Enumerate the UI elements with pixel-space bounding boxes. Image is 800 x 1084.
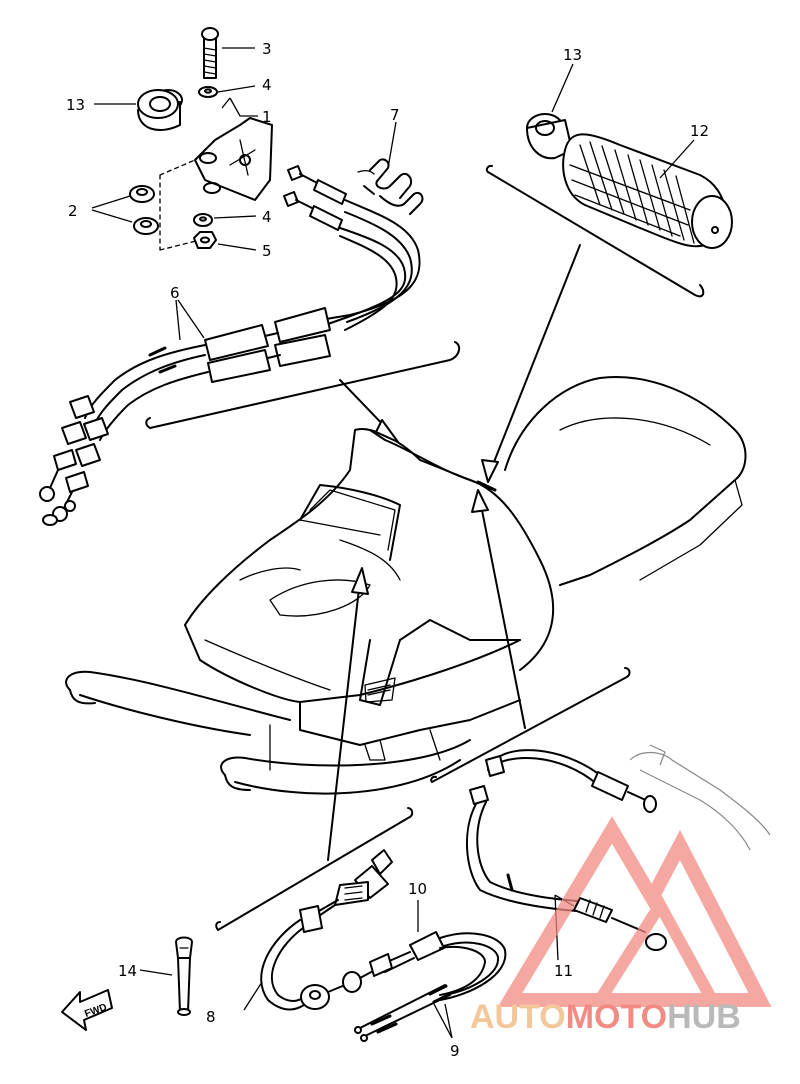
callout-7: 7 [390, 106, 400, 124]
callout-10: 10 [408, 880, 427, 898]
section-dividers [145, 164, 705, 931]
callout-2: 2 [68, 202, 78, 220]
watermark-logo [497, 816, 772, 1007]
callout-13-left: 13 [66, 96, 85, 114]
fwd-arrow-shape [61, 989, 113, 1031]
throttle-cables [39, 165, 421, 526]
callout-6: 6 [170, 284, 180, 302]
watermark-moto: MOTO [565, 998, 668, 1036]
callout-8: 8 [206, 1008, 216, 1026]
callout-13-right: 13 [563, 46, 582, 64]
callout-4-top: 4 [262, 76, 272, 94]
callout-9: 9 [450, 1042, 460, 1060]
choke-and-kill-cables [243, 849, 507, 1042]
callout-numbers: 1 2 3 4 4 5 6 7 8 9 10 11 12 13 13 14 [66, 40, 709, 1060]
pointer-arrows [327, 244, 581, 861]
leader-lines-top-right [551, 63, 695, 179]
handle-grip [526, 113, 733, 249]
callout-1: 1 [262, 108, 272, 126]
leader-lines-top-left [91, 47, 397, 341]
pin-and-direction: FWD [61, 936, 193, 1031]
callout-11: 11 [554, 962, 573, 980]
watermark-auto: AUTO [470, 998, 566, 1036]
callout-12: 12 [690, 122, 709, 140]
brake-cable [466, 744, 771, 961]
callout-14: 14 [118, 962, 137, 980]
bracket-assembly [129, 27, 273, 251]
watermark-text: AUTOMOTOHUB [470, 998, 741, 1037]
cable-clip [357, 158, 424, 215]
callout-3: 3 [262, 40, 272, 58]
callout-5: 5 [262, 242, 272, 260]
watermark-hub: HUB [667, 998, 741, 1036]
snowmobile-body [65, 376, 747, 795]
callout-4-bottom: 4 [262, 208, 272, 226]
